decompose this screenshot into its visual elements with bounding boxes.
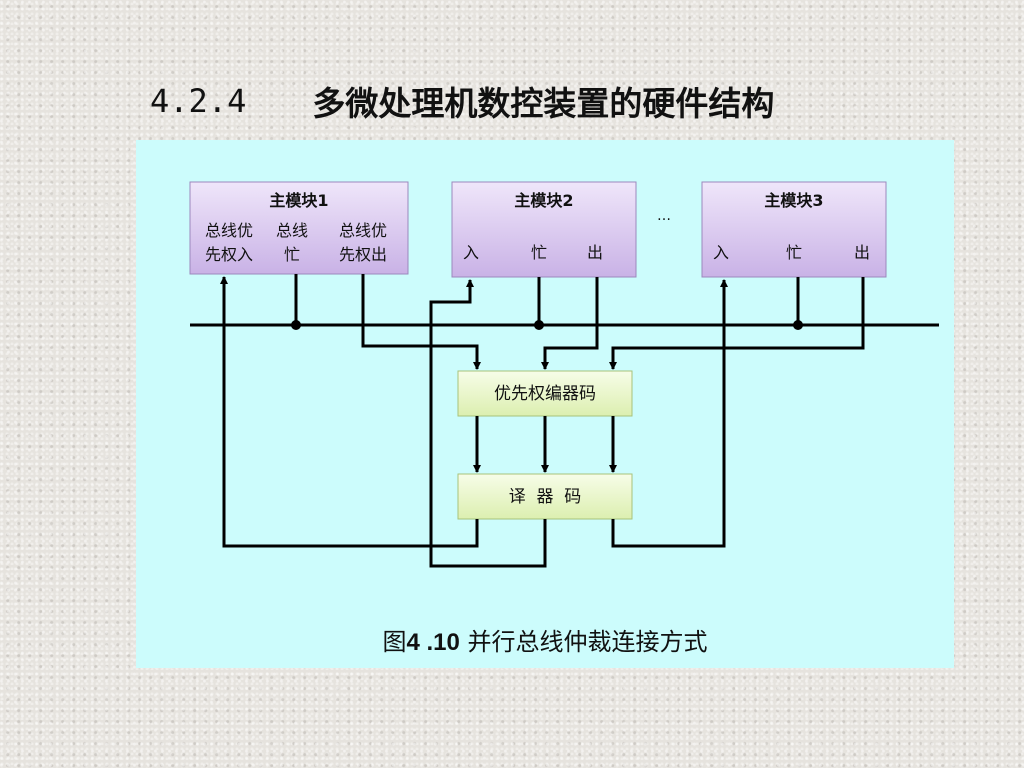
priority-out-line-3 <box>609 277 865 370</box>
decoder-box <box>457 473 633 520</box>
junction-dot <box>291 320 301 330</box>
module-2-port-out: 出 <box>587 243 603 262</box>
module-1-port-label: 先权出 <box>339 245 387 264</box>
decoder-label: 译 器 码 <box>509 487 582 507</box>
module-2-port-in: 入 <box>463 243 479 262</box>
module-2-port-busy: 忙 <box>531 243 547 262</box>
priority-encoder-label: 优先权编器码 <box>494 384 596 404</box>
junction-dot <box>534 320 544 330</box>
main-module-1 <box>189 181 409 275</box>
module-1-port-label: 总线 <box>276 221 308 240</box>
section-number: 4.2.4 <box>150 82 247 120</box>
main-module-3 <box>701 181 887 278</box>
module-1-port-label: 总线优 <box>339 221 387 240</box>
module-3-port-busy: 忙 <box>786 243 802 262</box>
junction-dot <box>793 320 803 330</box>
slide-title: 4.2.4 多微处理机数控装置的硬件结构 <box>150 76 774 126</box>
priority-encoder-box <box>457 370 633 417</box>
caption-text: 并行总线仲裁连接方式 <box>467 628 708 656</box>
caption-number: 4 .10 <box>406 629 460 656</box>
module-3-port-in: 入 <box>713 243 729 262</box>
grant-line-1 <box>220 276 479 548</box>
grant-line-2 <box>429 279 547 568</box>
priority-out-line-1 <box>361 274 481 370</box>
module-1-port-label: 忙 <box>284 245 300 264</box>
main-module-2 <box>451 181 637 278</box>
module-1-port-label: 先权入 <box>205 245 253 264</box>
module-2-title: 主模块2 <box>514 191 573 210</box>
section-title: 多微处理机数控装置的硬件结构 <box>312 84 775 123</box>
module-3-title: 主模块3 <box>764 191 823 210</box>
caption-prefix: 图 <box>382 628 407 656</box>
module-1-port-label: 总线优 <box>205 221 253 240</box>
priority-out-line-2 <box>541 277 599 370</box>
module-1-title: 主模块1 <box>269 191 328 210</box>
grant-line-3 <box>611 279 728 548</box>
module-3-port-out: 出 <box>854 243 870 262</box>
figure-caption: 图4 .10 并行总线仲裁连接方式 <box>136 622 954 657</box>
ellipsis: … <box>657 208 671 224</box>
